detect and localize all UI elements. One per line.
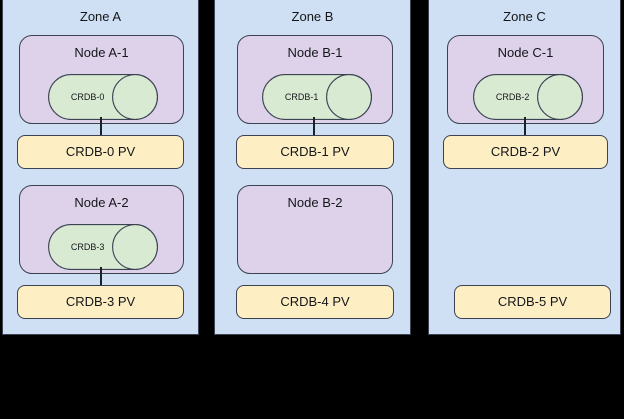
crdb-0-cylinder[interactable]: CRDB-0 (48, 74, 158, 120)
crdb-4-pv[interactable]: CRDB-4 PV (236, 285, 394, 319)
node-b-2[interactable]: Node B-2 (237, 185, 393, 274)
crdb-2-cylinder[interactable]: CRDB-2 (473, 74, 583, 120)
zone-c[interactable]: Zone C Node C-1 CRDB-2 CRDB-2 PV CRDB-5 … (428, 0, 621, 335)
node-a-1-title: Node A-1 (74, 45, 129, 60)
zone-b-title: Zone B (291, 9, 334, 24)
crdb-3-pv[interactable]: CRDB-3 PV (17, 285, 184, 319)
crdb-5-pv[interactable]: CRDB-5 PV (454, 285, 611, 319)
crdb-4-pv-label: CRDB-4 PV (280, 294, 350, 309)
crdb-0-pv[interactable]: CRDB-0 PV (17, 135, 184, 169)
zone-c-title: Zone C (503, 9, 546, 24)
crdb-2-pv[interactable]: CRDB-2 PV (443, 135, 608, 169)
crdb-3-pv-label: CRDB-3 PV (65, 294, 136, 309)
node-c-1-title: Node C-1 (497, 45, 554, 60)
node-c-1[interactable]: Node C-1 CRDB-2 (447, 35, 604, 124)
zone-a-title: Zone A (79, 9, 122, 24)
zone-a[interactable]: Zone A Node A-1 CRDB-0 CRDB-0 PV Node A-… (2, 0, 199, 335)
crdb-1-cylinder[interactable]: CRDB-1 (262, 74, 372, 120)
node-a-2[interactable]: Node A-2 CRDB-3 (19, 185, 184, 274)
node-a-2-title: Node A-2 (74, 195, 129, 210)
crdb-1-pv-label: CRDB-1 PV (280, 144, 350, 159)
crdb-1-pv[interactable]: CRDB-1 PV (236, 135, 394, 169)
crdb-3-cylinder[interactable]: CRDB-3 (48, 224, 158, 270)
crdb-2-label: CRDB-2 (495, 92, 530, 102)
node-b-2-title: Node B-2 (287, 195, 343, 210)
node-c-1-to-crdb-2-pv-connector (524, 117, 526, 136)
node-b-1-to-crdb-1-pv-connector (313, 117, 315, 136)
crdb-0-pv-label: CRDB-0 PV (65, 144, 136, 159)
crdb-3-label: CRDB-3 (70, 242, 105, 252)
crdb-5-pv-label: CRDB-5 PV (497, 294, 568, 309)
node-a-1[interactable]: Node A-1 CRDB-0 (19, 35, 184, 124)
crdb-0-label: CRDB-0 (70, 92, 105, 102)
node-a-1-to-crdb-0-pv-connector (100, 117, 102, 136)
zone-b[interactable]: Zone B Node B-1 CRDB-1 CRDB-1 PV Node B-… (214, 0, 411, 335)
crdb-1-label: CRDB-1 (284, 92, 319, 102)
crdb-2-pv-label: CRDB-2 PV (490, 144, 561, 159)
node-b-1[interactable]: Node B-1 CRDB-1 (237, 35, 393, 124)
node-b-1-title: Node B-1 (287, 45, 343, 60)
node-a-2-to-crdb-3-pv-connector (100, 267, 102, 286)
